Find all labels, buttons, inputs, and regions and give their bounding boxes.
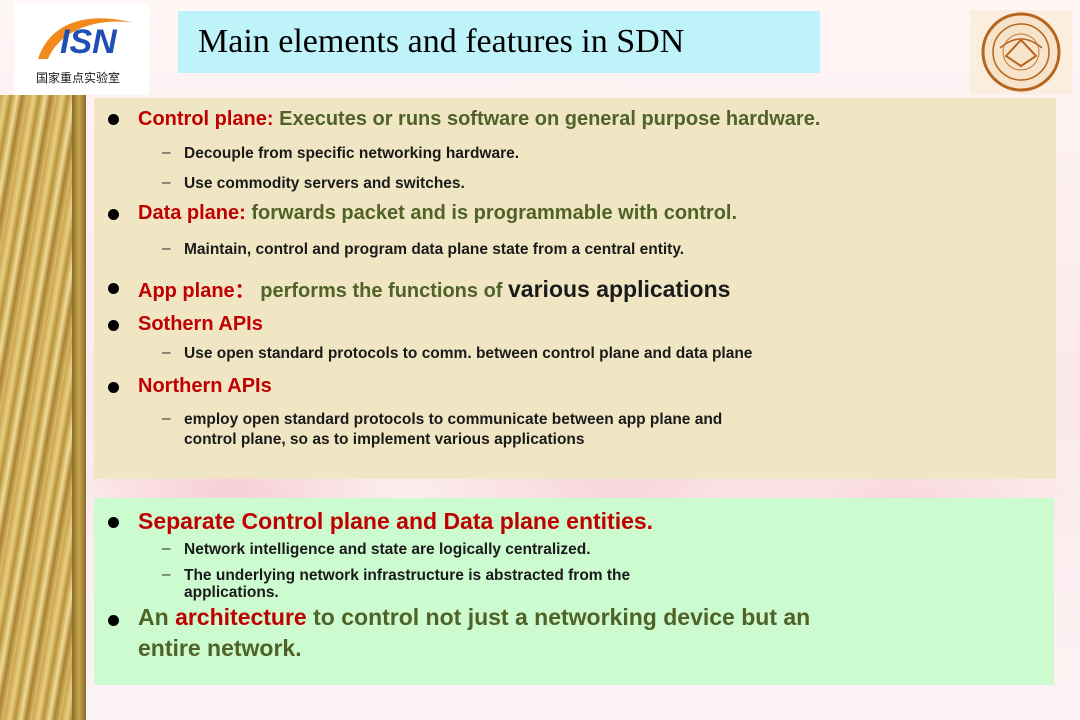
bullet-icon bbox=[108, 209, 119, 220]
bullet-icon bbox=[108, 517, 119, 528]
sub-item: The underlying network infrastructure is… bbox=[184, 567, 631, 584]
bullet-icon bbox=[108, 382, 119, 393]
svg-text:ISN: ISN bbox=[60, 23, 118, 61]
list-item: Sothern APIs bbox=[138, 313, 263, 335]
dash-icon: – bbox=[162, 240, 171, 257]
dash-icon: – bbox=[162, 540, 171, 557]
list-item: App plane： performs the functions of var… bbox=[138, 274, 730, 303]
item-heading: Control plane: bbox=[138, 108, 274, 130]
sub-item: Network intelligence and state are logic… bbox=[184, 541, 591, 558]
dash-icon: – bbox=[162, 566, 171, 583]
bullet-icon bbox=[108, 283, 119, 294]
item-body: forwards packet and is programmable with… bbox=[245, 202, 738, 224]
sub-item: Maintain, control and program data plane… bbox=[184, 241, 685, 258]
bullet-icon bbox=[108, 615, 119, 626]
item-emphasis: architecture bbox=[175, 604, 307, 630]
logo-caption: 国家重点实验室 bbox=[36, 71, 121, 85]
seal-emblem-icon bbox=[981, 12, 1061, 92]
dash-icon: – bbox=[162, 410, 171, 427]
item-body: to control not just a networking device … bbox=[306, 604, 811, 630]
title-box: Main elements and features in SDN bbox=[178, 11, 820, 73]
item-body: Executes or runs software on general pur… bbox=[273, 108, 821, 130]
list-item: Control plane: Executes or runs software… bbox=[138, 108, 820, 131]
item-heading: App plane： bbox=[138, 280, 255, 302]
list-item: An architecture to control not just a ne… bbox=[138, 604, 810, 631]
sub-item-continuation: control plane, so as to implement variou… bbox=[184, 431, 585, 448]
isn-logo-mark: ISN bbox=[38, 18, 134, 61]
top-content-panel bbox=[94, 98, 1056, 479]
list-item-continuation: entire network. bbox=[138, 635, 302, 661]
sub-item: Use open standard protocols to comm. bet… bbox=[184, 345, 753, 362]
bullet-icon bbox=[108, 320, 119, 331]
decorative-left-bar bbox=[0, 95, 86, 720]
sub-item: Decouple from specific networking hardwa… bbox=[184, 145, 520, 162]
bullet-icon bbox=[108, 114, 119, 125]
dash-icon: – bbox=[162, 174, 171, 191]
list-item: Separate Control plane and Data plane en… bbox=[138, 508, 654, 534]
list-item: Data plane: forwards packet and is progr… bbox=[138, 202, 737, 225]
item-body: performs the functions of bbox=[254, 280, 509, 302]
item-prefix: An bbox=[138, 604, 176, 630]
list-item: Northern APIs bbox=[138, 375, 272, 397]
university-seal bbox=[970, 10, 1072, 94]
dash-icon: – bbox=[162, 144, 171, 161]
sub-item: Use commodity servers and switches. bbox=[184, 175, 465, 192]
sub-item-continuation: applications. bbox=[184, 584, 279, 601]
sub-item: employ open standard protocols to commun… bbox=[184, 411, 723, 428]
slide-title: Main elements and features in SDN bbox=[198, 23, 685, 60]
isn-logo: ISN 国家重点实验室 bbox=[14, 3, 149, 95]
item-heading: Data plane: bbox=[138, 202, 246, 224]
item-emphasis: various applications bbox=[508, 276, 731, 302]
bottom-content-panel bbox=[94, 498, 1054, 685]
dash-icon: – bbox=[162, 344, 171, 361]
